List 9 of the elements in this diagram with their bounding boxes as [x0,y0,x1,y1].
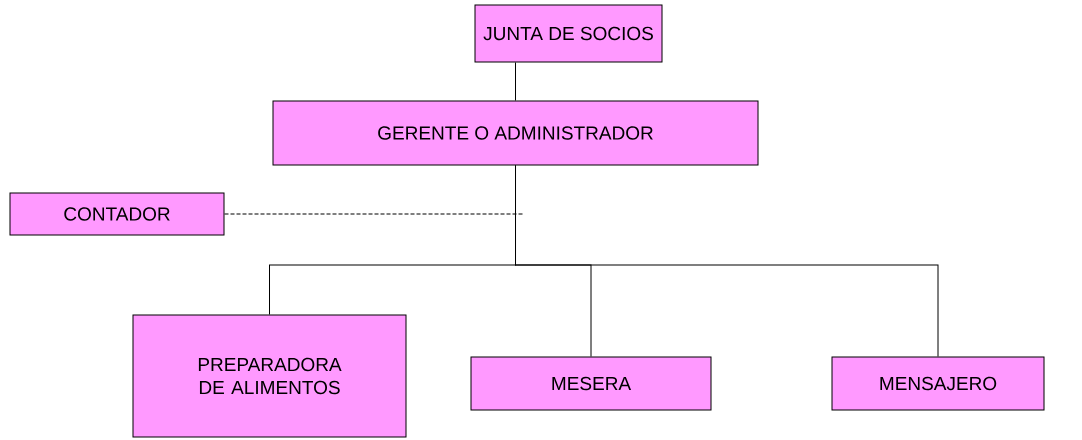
connector-line [515,165,939,357]
org-box: JUNTA DE SOCIOS [474,4,663,63]
org-box: CONTADOR [9,192,225,236]
org-box: MENSAJERO [831,356,1045,411]
org-box: GERENTE O ADMINISTRADOR [272,100,759,166]
connector-line [224,213,524,215]
connector-line [515,62,516,101]
org-box: MESERA [470,356,712,411]
org-box: PREPARADORA DE ALIMENTOS [132,314,407,438]
